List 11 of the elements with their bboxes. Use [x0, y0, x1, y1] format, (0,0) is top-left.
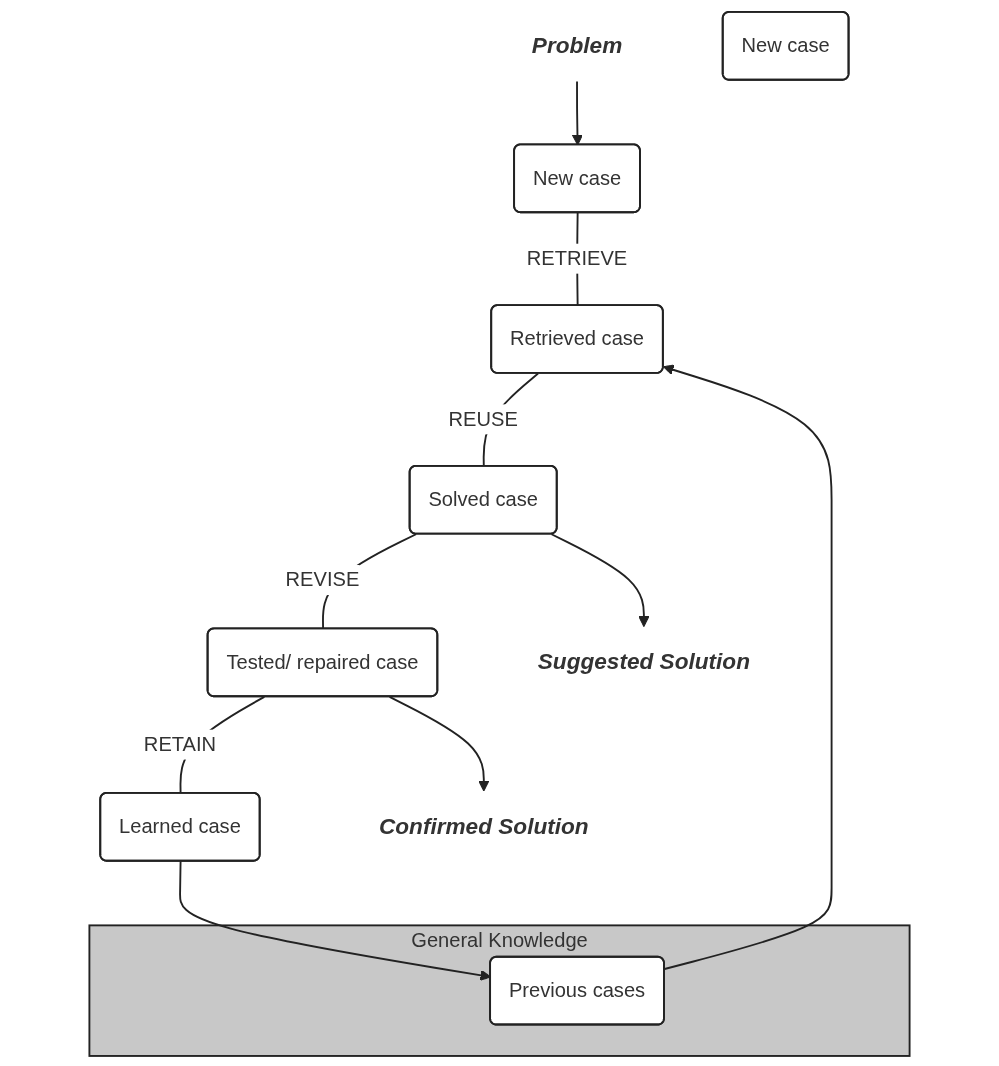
node-text: Suggested Solution	[537, 649, 750, 675]
edge-label: REVISE	[285, 568, 360, 591]
edge-label: RETAIN	[143, 733, 217, 755]
node-text: Confirmed Solution	[378, 813, 589, 839]
arrow	[388, 695, 490, 792]
arrow	[550, 533, 650, 628]
node-text: Problem	[531, 32, 623, 58]
edge-label: REUSE	[448, 408, 518, 430]
edge-label: RETRIEVE	[526, 247, 628, 269]
arrow	[571, 80, 583, 146]
arrow	[663, 364, 833, 970]
